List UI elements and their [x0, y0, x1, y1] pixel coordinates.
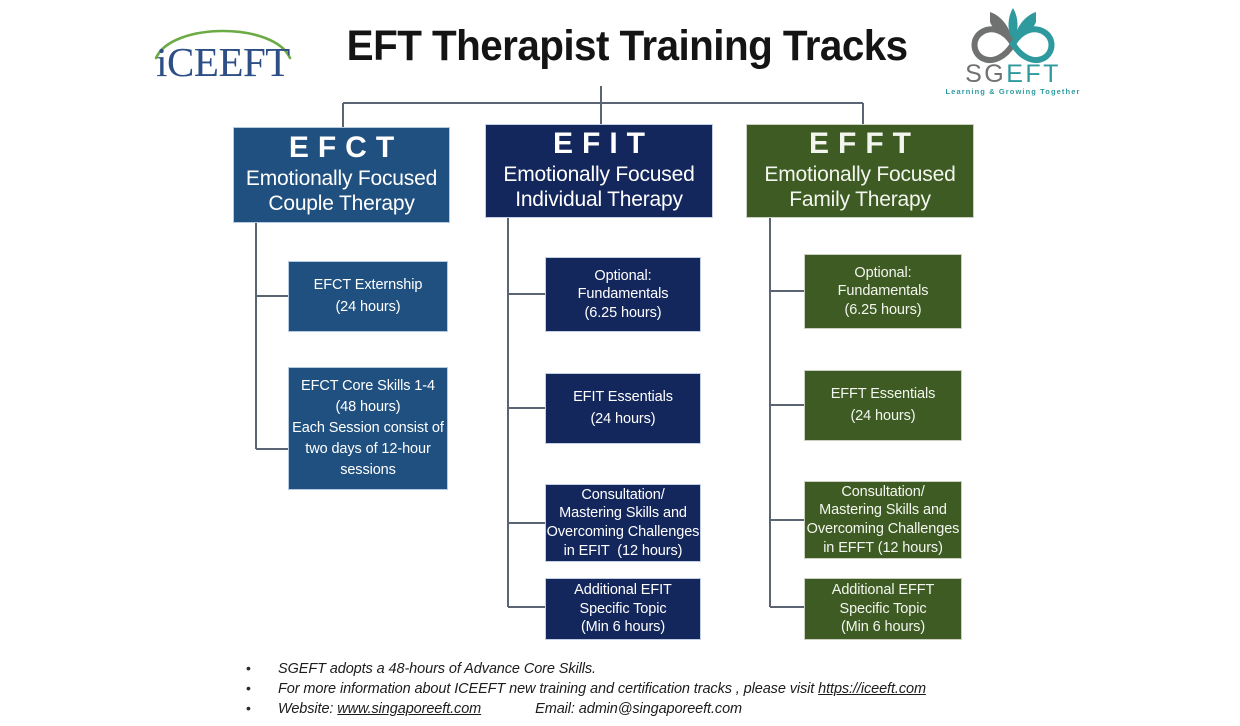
track-code-efft: EFFT — [809, 127, 920, 161]
track-header-efit[interactable]: EFIT Emotionally Focused Individual Ther… — [485, 124, 713, 218]
sgeft-word-eft: EFT — [1006, 60, 1061, 88]
track-name-line2-efit: Individual Therapy — [515, 187, 683, 211]
track-name-line1-efft: Emotionally Focused — [764, 162, 956, 186]
track-name-line2-efft: Family Therapy — [789, 187, 931, 211]
track-step-efit-fundamentals[interactable]: Optional: Fundamentals (6.25 hours) — [545, 257, 701, 332]
track-step-efft-additional-topic[interactable]: Additional EFFT Specific Topic (Min 6 ho… — [804, 578, 962, 640]
sgeft-infinity-leaf-icon — [971, 8, 1055, 64]
track-code-efit: EFIT — [553, 127, 654, 161]
iceeft-arc-icon — [154, 29, 292, 60]
step-line: Consultation/ — [581, 486, 665, 503]
iceeft-wordmark: iCEEFT — [156, 39, 290, 85]
step-line: Consultation/ — [841, 483, 925, 500]
bullet-icon: • — [246, 660, 251, 676]
footnote-item: • Website: www.singaporeeft.com Email: ad… — [246, 698, 1006, 718]
step-line: EFCT Core Skills 1-4 — [301, 377, 435, 394]
footnote-text: For more information about ICEEFT new tr… — [278, 679, 926, 699]
track-header-efft[interactable]: EFFT Emotionally Focused Family Therapy — [746, 124, 974, 218]
sgeft-website-link[interactable]: www.singaporeeft.com — [337, 701, 482, 717]
step-line: Specific Topic — [839, 600, 927, 617]
step-line: sessions — [340, 462, 396, 479]
step-line: Overcoming Challenges — [806, 521, 960, 537]
track-step-efft-fundamentals[interactable]: Optional: Fundamentals (6.25 hours) — [804, 254, 962, 329]
track-step-efit-consultation[interactable]: Consultation/ Mastering Skills and Overc… — [545, 484, 701, 562]
step-line: Additional EFIT — [574, 582, 672, 599]
footnote-item: • For more information about ICEEFT new … — [246, 678, 1006, 698]
footnotes: • SGEFT adopts a 48-hours of Advance Cor… — [246, 658, 1006, 718]
step-line: (6.25 hours) — [584, 304, 662, 321]
footnote-item: • SGEFT adopts a 48-hours of Advance Cor… — [246, 658, 1006, 678]
sgeft-wordmark: SGEFT — [938, 62, 1088, 87]
step-line: (48 hours) — [335, 398, 401, 415]
track-name-line1-efct: Emotionally Focused — [245, 166, 438, 190]
step-line: (6.25 hours) — [844, 301, 922, 318]
sgeft-tagline: Learning & Growing Together — [945, 87, 1081, 96]
footnote-text: SGEFT adopts a 48-hours of Advance Core … — [278, 661, 596, 677]
track-step-efit-additional-topic[interactable]: Additional EFIT Specific Topic (Min 6 ho… — [545, 578, 701, 640]
track-name-line2-efct: Couple Therapy — [268, 191, 415, 215]
step-line: EFIT Essentials — [573, 389, 673, 406]
sgeft-logo: SGEFT Learning & Growing Together — [938, 4, 1088, 104]
footnote-text-pre: For more information about ICEEFT new tr… — [278, 681, 819, 697]
footnote-text: Website: www.singaporeeft.com Email: admi… — [278, 699, 742, 719]
step-line: Specific Topic — [579, 600, 667, 617]
track-header-efct[interactable]: EFCT Emotionally Focused Couple Therapy — [233, 127, 450, 223]
step-line: EFCT Externship — [313, 277, 423, 294]
step-line: Optional: — [854, 264, 912, 281]
track-step-efct-core-skills[interactable]: EFCT Core Skills 1-4 (48 hours) Each Ses… — [288, 367, 448, 490]
step-line: in EFIT (12 hours) — [563, 542, 683, 559]
step-line: Fundamentals — [577, 286, 669, 303]
track-step-efit-essentials[interactable]: EFIT Essentials (24 hours) — [545, 373, 701, 444]
step-line: (Min 6 hours) — [580, 619, 666, 636]
track-step-efft-consultation[interactable]: Consultation/ Mastering Skills and Overc… — [804, 481, 962, 559]
iceeft-website-link[interactable]: https://iceeft.com — [818, 681, 926, 697]
step-line: Each Session consist of — [292, 419, 444, 436]
track-code-efct: EFCT — [288, 131, 404, 165]
step-line: (24 hours) — [850, 407, 916, 424]
step-line: (Min 6 hours) — [840, 619, 926, 636]
step-line: (24 hours) — [590, 410, 656, 427]
page-title: EFT Therapist Training Tracks — [346, 22, 908, 70]
step-line: Fundamentals — [837, 283, 929, 300]
website-label: Website: — [278, 701, 338, 717]
step-line: EFFT Essentials — [830, 386, 936, 403]
step-line: in EFFT (12 hours) — [823, 539, 943, 556]
track-step-efct-externship[interactable]: EFCT Externship (24 hours) — [288, 261, 448, 332]
step-line: Overcoming Challenges — [546, 524, 700, 540]
bullet-icon: • — [246, 680, 251, 696]
email-text: Email: admin@singaporeeft.com — [535, 701, 743, 717]
step-line: (24 hours) — [335, 298, 401, 315]
step-line: Mastering Skills and — [819, 502, 947, 519]
step-line: Mastering Skills and — [559, 505, 687, 522]
step-line: Additional EFFT — [831, 582, 935, 599]
bullet-icon: • — [246, 700, 251, 716]
sgeft-word-sg: SG — [965, 60, 1007, 88]
track-step-efft-essentials[interactable]: EFFT Essentials (24 hours) — [804, 370, 962, 441]
step-line: Optional: — [594, 267, 652, 284]
iceeft-logo: iCEEFT — [148, 12, 298, 90]
step-line: two days of 12-hour — [305, 441, 431, 457]
track-name-line1-efit: Emotionally Focused — [503, 162, 695, 186]
